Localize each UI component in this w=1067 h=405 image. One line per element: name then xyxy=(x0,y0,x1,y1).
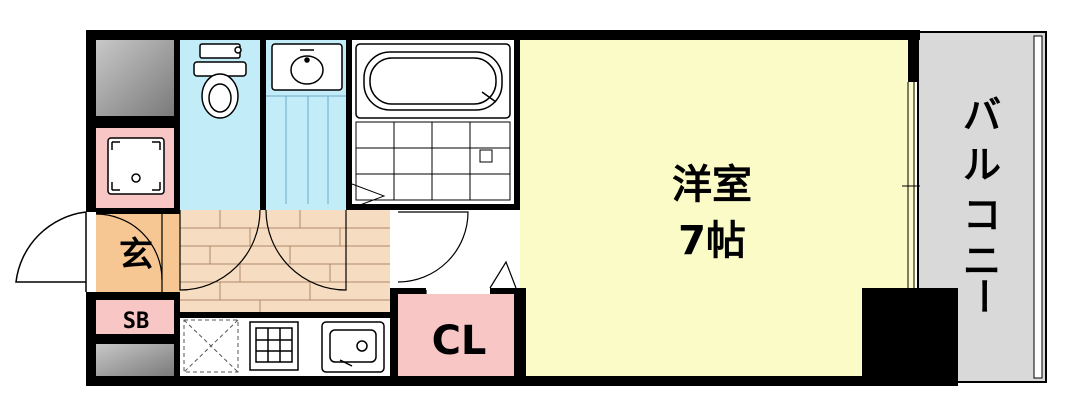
entrance-door xyxy=(15,211,87,292)
room-size-western: 7帖 xyxy=(678,218,746,264)
closet-label: CL xyxy=(432,318,487,364)
shoe-box xyxy=(96,300,180,334)
closet xyxy=(398,294,520,376)
hall-right xyxy=(390,210,520,292)
bathroom-tiles xyxy=(351,121,511,209)
toilet-icon xyxy=(193,43,247,119)
balcony-char-3: コ xyxy=(963,193,1001,237)
corridor-floorboards xyxy=(180,210,390,318)
balcony-char-2: ル xyxy=(963,143,1001,187)
bathtub-icon xyxy=(355,43,511,119)
pillar-top-left xyxy=(96,40,174,116)
washbasin-icon xyxy=(271,43,343,91)
stove-icon xyxy=(249,321,299,371)
balcony-char-1: バ xyxy=(963,93,1001,137)
balcony-char-5: ー xyxy=(961,277,1005,315)
washroom-panels xyxy=(266,95,346,204)
window-frame xyxy=(902,82,920,288)
shoe-box-label: SB xyxy=(123,309,150,334)
entrance xyxy=(96,214,180,296)
pillar-bottom-left xyxy=(96,344,174,376)
laundry-pan-icon xyxy=(107,137,165,195)
interior-doors xyxy=(95,209,517,296)
fridge-space-icon xyxy=(183,319,239,373)
room-name-western: 洋室 xyxy=(672,162,752,208)
entrance-label: 玄 xyxy=(119,235,153,275)
kitchen-sink-icon xyxy=(321,321,385,373)
balcony-label: バ ル コ ニ ー xyxy=(961,93,1005,315)
walls xyxy=(86,30,958,386)
balcony-char-4: ニ xyxy=(963,239,1001,283)
western-room xyxy=(520,40,915,376)
